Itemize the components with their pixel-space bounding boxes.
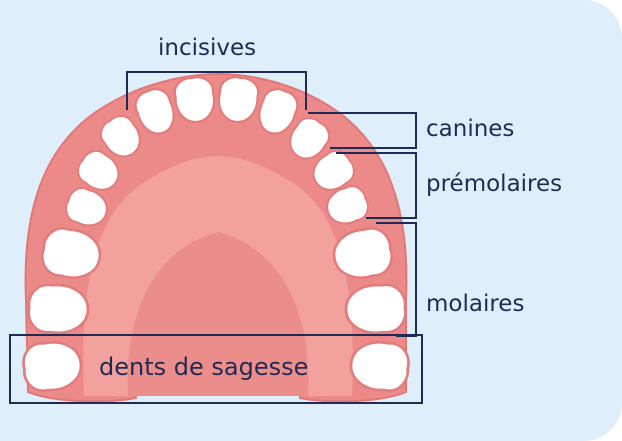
tooth-molar — [28, 284, 89, 334]
label-molaires: molaires — [426, 293, 524, 316]
label-premolaires: prémolaires — [426, 173, 562, 196]
label-dents-de-sagesse: dents de sagesse — [99, 355, 308, 379]
label-canines: canines — [426, 118, 514, 141]
tooth-molar — [345, 284, 406, 334]
label-incisives: incisives — [158, 37, 256, 60]
